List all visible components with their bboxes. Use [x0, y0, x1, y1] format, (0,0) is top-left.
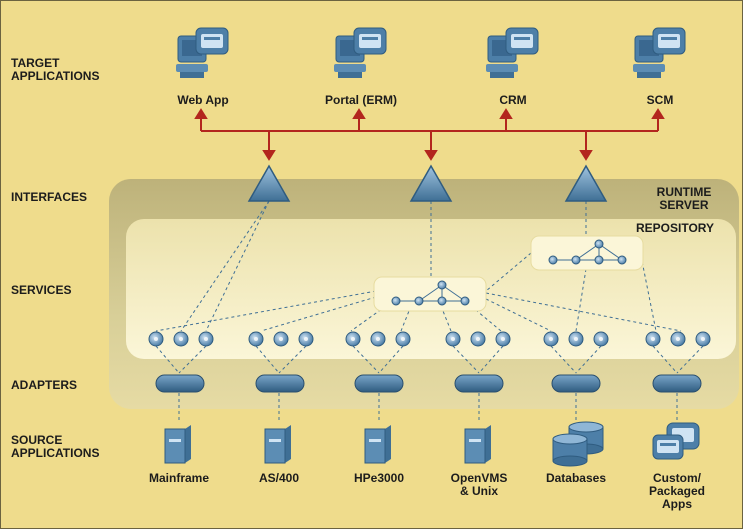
service-box-right	[530, 235, 644, 271]
source-app-label: Databases	[545, 471, 607, 485]
target-app-label: Web App	[177, 93, 229, 107]
runtime-server-label: RUNTIME SERVER	[656, 185, 712, 212]
source-app-label: Mainframe	[148, 471, 210, 485]
source-app-label: HPe3000	[353, 471, 405, 485]
server-icons	[164, 425, 491, 464]
arrow-bus	[194, 108, 665, 161]
interface-triangle	[564, 164, 608, 202]
adapter-pill	[454, 374, 504, 393]
computer-icon	[633, 27, 686, 78]
repository-label: REPOSITORY	[635, 221, 715, 235]
dashed-connectors	[155, 200, 704, 423]
service-box-center	[373, 276, 487, 312]
computer-icon	[176, 27, 229, 78]
adapter-pill	[155, 374, 205, 393]
target-app-label: CRM	[499, 93, 527, 107]
adapter-pills	[155, 374, 702, 393]
server-icon	[264, 425, 291, 464]
interface-triangle	[409, 164, 453, 202]
row-label-services: SERVICES	[11, 283, 72, 297]
adapter-pill	[652, 374, 702, 393]
row-label-target-applications: TARGET APPLICATIONS	[11, 56, 100, 83]
source-app-label: Custom/ Packaged Apps	[648, 471, 706, 511]
server-icon	[464, 425, 491, 464]
adapter-pill	[354, 374, 404, 393]
row-label-adapters: ADAPTERS	[11, 378, 78, 392]
computer-icons	[176, 27, 686, 78]
interface-triangle	[247, 164, 291, 202]
adapter-pill	[551, 374, 601, 393]
target-app-label: SCM	[646, 93, 674, 107]
source-app-label: OpenVMS & Unix	[450, 471, 508, 498]
target-app-label: Portal (ERM)	[325, 93, 397, 107]
interface-triangles	[247, 164, 608, 202]
server-icon	[364, 425, 391, 464]
server-icon	[164, 425, 191, 464]
computer-icon	[334, 27, 387, 78]
computer-icon	[486, 27, 539, 78]
source-app-label: AS/400	[258, 471, 300, 485]
adapter-pill	[255, 374, 305, 393]
row-label-interfaces: INTERFACES	[11, 190, 88, 204]
packaged-apps-icon	[652, 422, 700, 460]
database-icon	[552, 421, 604, 467]
row-label-source-applications: SOURCE APPLICATIONS	[11, 433, 100, 460]
